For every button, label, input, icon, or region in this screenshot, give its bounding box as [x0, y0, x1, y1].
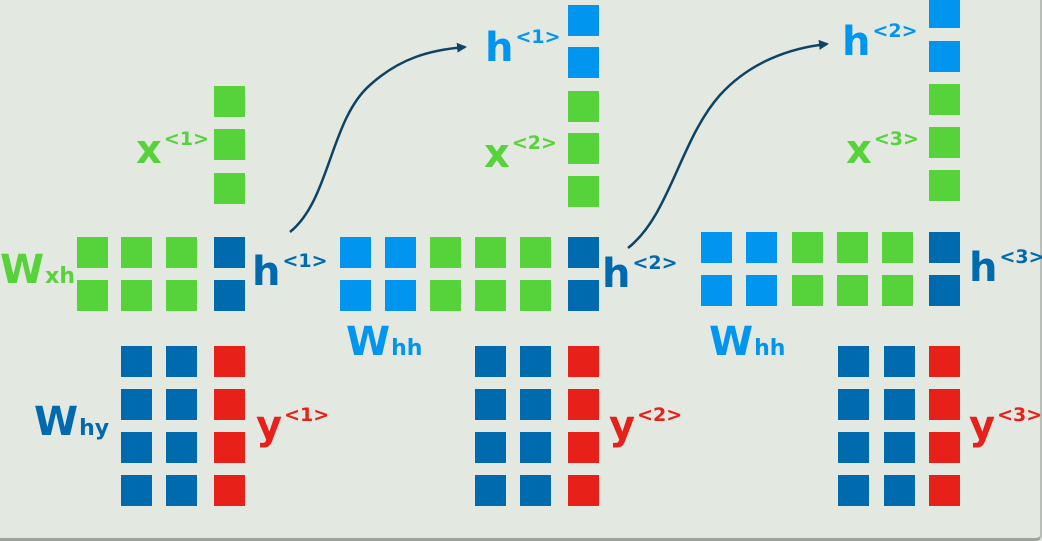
h1-cell: [214, 237, 245, 268]
whh-cell: [701, 232, 732, 263]
why-cell: [520, 432, 551, 463]
why-cell: [475, 432, 506, 463]
x1-cell: [214, 129, 245, 160]
wxh-cell: [882, 232, 913, 263]
wxh-cell: [792, 275, 823, 306]
why-cell: [166, 346, 197, 377]
wxh-cell: [166, 237, 197, 268]
x3-cell: [929, 170, 960, 201]
h2-cell: [568, 280, 599, 311]
wxh-cell: [475, 237, 506, 268]
wxh-cell: [77, 237, 108, 268]
why-cell: [121, 432, 152, 463]
why-cell: [475, 475, 506, 506]
wxh-cell: [837, 232, 868, 263]
y2-cell: [568, 432, 599, 463]
label-h1-out: h<1>: [252, 249, 328, 295]
why-cell: [838, 389, 869, 420]
x3-cell: [929, 84, 960, 115]
why-cell: [121, 346, 152, 377]
why-cell: [121, 389, 152, 420]
label-whh-2: Whh: [709, 319, 786, 365]
wxh-cell: [430, 237, 461, 268]
x2-cell: [568, 133, 599, 164]
whh-cell: [340, 280, 371, 311]
why-cell: [166, 389, 197, 420]
wxh-cell: [882, 275, 913, 306]
label-x1: x<1>: [136, 127, 209, 173]
label-y1: y<1>: [256, 403, 330, 449]
h1-input-cell: [568, 5, 599, 36]
whh-cell: [701, 275, 732, 306]
whh-cell: [385, 280, 416, 311]
label-y2: y<2>: [609, 403, 683, 449]
h1-input-cell: [568, 47, 599, 78]
y2-cell: [568, 389, 599, 420]
why-cell: [838, 475, 869, 506]
y3-cell: [929, 475, 960, 506]
x1-cell: [214, 86, 245, 117]
y1-cell: [214, 389, 245, 420]
why-cell: [884, 346, 915, 377]
why-cell: [884, 389, 915, 420]
recurrence-arrow-2: [627, 39, 829, 249]
h2-input-cell: [929, 0, 960, 28]
wxh-cell: [121, 280, 152, 311]
why-cell: [166, 475, 197, 506]
label-h2-in: h<2>: [842, 19, 918, 65]
y3-cell: [929, 389, 960, 420]
whh-cell: [746, 275, 777, 306]
why-cell: [475, 346, 506, 377]
why-cell: [121, 475, 152, 506]
y3-cell: [929, 432, 960, 463]
label-wxh: Wxh: [0, 247, 75, 293]
x2-cell: [568, 91, 599, 122]
wxh-cell: [520, 280, 551, 311]
wxh-cell: [430, 280, 461, 311]
why-cell: [475, 389, 506, 420]
y1-cell: [214, 475, 245, 506]
why-cell: [520, 346, 551, 377]
why-cell: [838, 432, 869, 463]
why-cell: [166, 432, 197, 463]
y1-cell: [214, 346, 245, 377]
label-y3: y<3>: [969, 403, 1042, 449]
y2-cell: [568, 346, 599, 377]
h2-input-cell: [929, 41, 960, 72]
wxh-cell: [792, 232, 823, 263]
label-h2-out: h<2>: [602, 251, 678, 297]
wxh-cell: [166, 280, 197, 311]
label-h1-in: h<1>: [485, 25, 561, 71]
label-whh-1: Whh: [346, 319, 423, 365]
h3-cell: [929, 232, 960, 263]
wxh-cell: [77, 280, 108, 311]
h2-cell: [568, 237, 599, 268]
whh-cell: [746, 232, 777, 263]
why-cell: [884, 432, 915, 463]
label-h3-out: h<3>: [969, 245, 1042, 291]
wxh-cell: [520, 237, 551, 268]
x3-cell: [929, 127, 960, 158]
why-cell: [884, 475, 915, 506]
recurrence-arrow-1: [289, 42, 467, 233]
x2-cell: [568, 176, 599, 207]
h3-cell: [929, 275, 960, 306]
label-why: Why: [34, 399, 110, 445]
x1-cell: [214, 173, 245, 204]
label-x2: x<2>: [484, 131, 557, 177]
why-cell: [520, 389, 551, 420]
why-cell: [838, 346, 869, 377]
why-cell: [520, 475, 551, 506]
wxh-cell: [475, 280, 506, 311]
label-x3: x<3>: [846, 127, 919, 173]
y2-cell: [568, 475, 599, 506]
y3-cell: [929, 346, 960, 377]
wxh-cell: [837, 275, 868, 306]
whh-cell: [340, 237, 371, 268]
whh-cell: [385, 237, 416, 268]
y1-cell: [214, 432, 245, 463]
h1-cell: [214, 280, 245, 311]
wxh-cell: [121, 237, 152, 268]
